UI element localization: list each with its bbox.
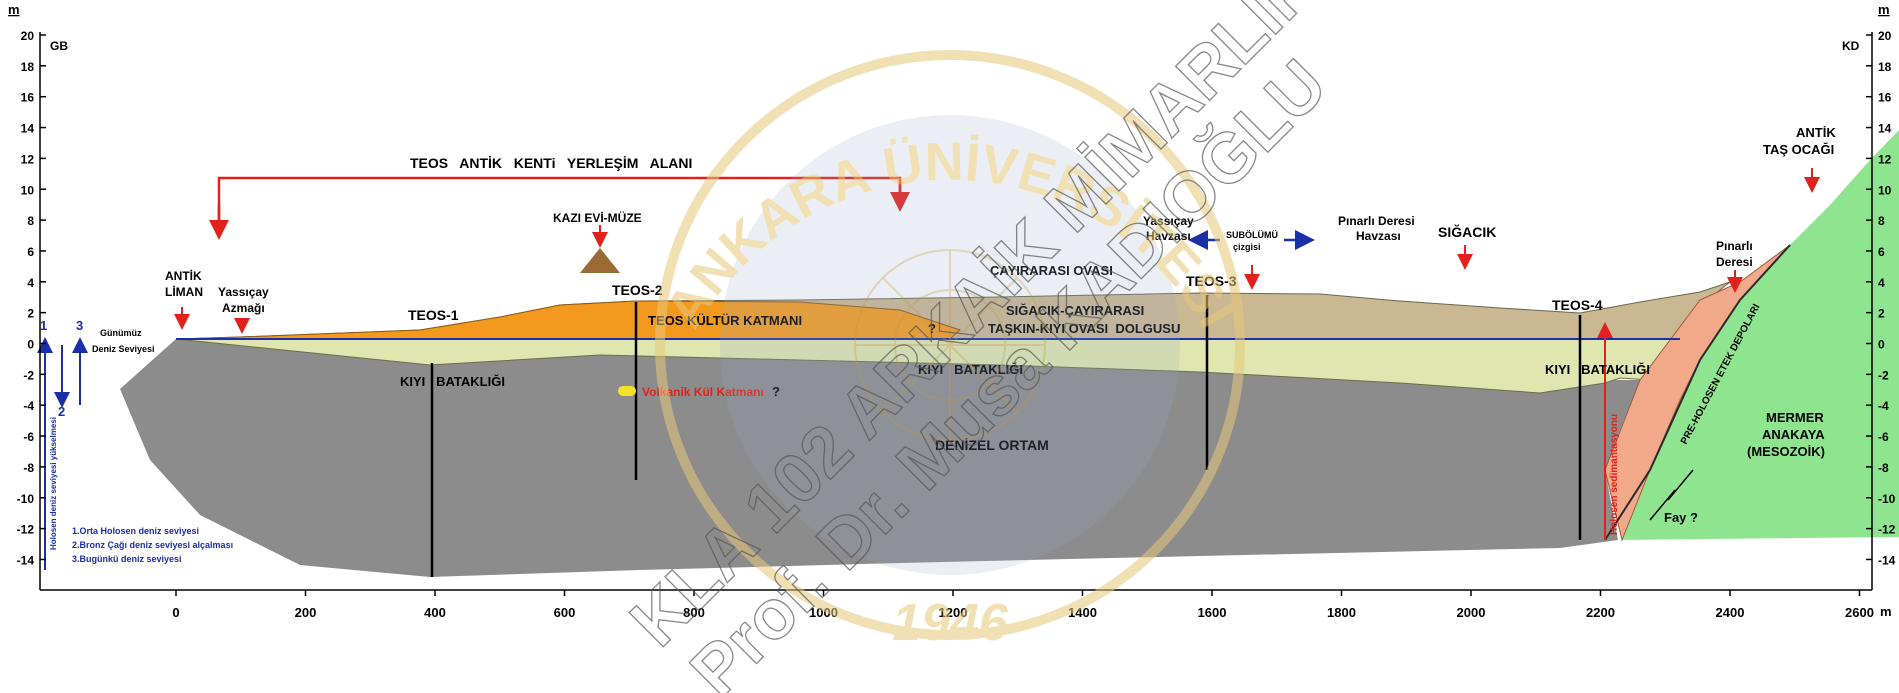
y-tick-label-left: -12 <box>17 523 35 537</box>
x-tick-label: 2600 <box>1845 605 1874 620</box>
x-tick-label: 2400 <box>1716 605 1745 620</box>
x-tick-label: 600 <box>554 605 576 620</box>
excavation-house-label: KAZI EVİ-MÜZE <box>553 210 642 225</box>
marble-bedrock-unit <box>1622 130 1899 540</box>
y-tick-label-right: 0 <box>1878 338 1885 352</box>
y-tick-label-left: 18 <box>21 60 35 74</box>
y-tick-label-left: 14 <box>21 122 35 136</box>
teos-3-label: TEOS-3 <box>1186 273 1237 289</box>
excavation-house-mound <box>580 248 620 273</box>
coastal-marsh-label-3: KIYI BATAKLIĞI <box>1545 362 1650 377</box>
x-unit: m <box>1880 604 1892 619</box>
teos-1-label: TEOS-1 <box>408 307 459 323</box>
y-tick-label-left: 6 <box>27 245 34 259</box>
x-tick-label: 1600 <box>1198 605 1227 620</box>
floodplain-fill-label: SIĞACIK-ÇAYIRARASI TAŞKIN-KIYI OVASI DOL… <box>0 0 1191 336</box>
y-tick-label-left: 8 <box>27 214 34 228</box>
y-tick-label-right: -2 <box>1878 368 1889 382</box>
pinarli-basin-label: Pınarlı Deresi Havzası <box>1338 214 1418 243</box>
teos-2-label: TEOS-2 <box>612 282 663 298</box>
y-tick-label-right: -6 <box>1878 430 1889 444</box>
culture-layer-question: ? <box>928 321 936 336</box>
watermark-year: 1946 <box>892 594 1009 652</box>
sea-marker-1: 1 <box>40 318 47 333</box>
y-tick-label-right: 14 <box>1878 122 1892 136</box>
holocene-sea-rise-label: Holosen deniz seviyesi yükselmesi <box>49 417 58 550</box>
y-tick-label-left: -8 <box>23 461 34 475</box>
y-tick-label-left: 2 <box>27 307 34 321</box>
y-tick-label-left: 10 <box>21 183 35 197</box>
y-tick-label-right: 4 <box>1878 276 1885 290</box>
quarry-label: ANTİK TAŞ OCAĞI <box>1763 125 1839 157</box>
x-tick-label: 1200 <box>939 605 968 620</box>
y-tick-label-left: -10 <box>17 492 35 506</box>
y-tick-label-right: 10 <box>1878 183 1892 197</box>
fault-label: Fay ? <box>1664 510 1698 525</box>
y-tick-label-right: 12 <box>1878 152 1892 166</box>
sigacik-label: SIĞACIK <box>1438 223 1496 240</box>
x-tick-label: 400 <box>424 605 446 620</box>
y-unit-left: m <box>8 2 20 17</box>
antique-harbour-label: ANTİK LİMAN <box>165 268 205 299</box>
volcanic-ash-label: Volkanik Kül Katmanı <box>642 385 764 399</box>
x-tick-label: 1800 <box>1327 605 1356 620</box>
y-tick-label-left: -4 <box>23 399 34 413</box>
volcanic-ash-question: ? <box>772 384 780 399</box>
teos-4-label: TEOS-4 <box>1552 297 1603 313</box>
x-tick-label: 200 <box>295 605 317 620</box>
y-tick-label-right: -8 <box>1878 461 1889 475</box>
x-tick-label: 800 <box>683 605 705 620</box>
present-sea-level-label: Günümüz Deniz Seviyesi <box>92 328 155 354</box>
culture-layer-label: TEOS KÜLTÜR KATMANI <box>648 313 802 328</box>
fault-slip-arrows <box>1649 469 1694 521</box>
y-tick-label-right: 2 <box>1878 307 1885 321</box>
fault-line <box>1604 244 1791 541</box>
yassicay-lagoon-label: Yassıçay Azmağı <box>218 285 272 315</box>
watershed-label: SUBÖLÜMÜ çizgisi <box>1226 230 1281 252</box>
y-unit-right: m <box>1878 2 1890 17</box>
y-tick-label-left: 4 <box>27 276 34 290</box>
pinarli-creek-label: Pınarlı Deresi <box>1716 239 1756 269</box>
y-tick-label-left: 16 <box>21 91 35 105</box>
sea-marker-2: 2 <box>58 404 65 419</box>
cayirarasi-plain-label: ÇAYIRARASI OVASI <box>990 263 1113 278</box>
y-tick-label-right: 20 <box>1878 29 1892 43</box>
y-tick-label-right: -12 <box>1878 523 1896 537</box>
sea-marker-3: 3 <box>76 318 83 333</box>
y-tick-label-right: 18 <box>1878 60 1892 74</box>
y-tick-label-right: -14 <box>1878 553 1896 567</box>
yassicay-basin-label: Yassıçay Havzası <box>1143 214 1197 243</box>
y-tick-label-left: -2 <box>23 368 34 382</box>
holocene-sedimentation-label: Holosen sedimantasyonu <box>1609 414 1620 535</box>
sea-level-legend: 1.Orta Holosen deniz seviyesi 2.Bronz Ça… <box>72 526 236 564</box>
y-tick-label-right: -10 <box>1878 492 1896 506</box>
direction-left: GB <box>50 39 68 53</box>
culture-layer-unit <box>175 300 961 340</box>
y-tick-label-left: -14 <box>17 553 35 567</box>
bedrock-label: MERMER ANAKAYA (MESOZOİK) <box>1747 410 1828 459</box>
marine-environment-label: DENİZEL ORTAM <box>935 437 1049 453</box>
y-tick-label-left: 20 <box>21 29 35 43</box>
y-tick-label-right: 8 <box>1878 214 1885 228</box>
x-tick-label: 0 <box>172 605 179 620</box>
x-tick-label: 2200 <box>1586 605 1615 620</box>
settlement-area-label: TEOS ANTİK KENTi YERLEŞİM ALANI <box>410 155 692 171</box>
volcanic-ash-marker <box>618 386 636 396</box>
y-tick-label-left: 0 <box>27 338 34 352</box>
coastal-marsh-label-2: KIYI BATAKLIĞI <box>918 362 1023 377</box>
coastal-marsh-label-1: KIYI BATAKLIĞI <box>400 374 505 389</box>
x-tick-label: 2000 <box>1457 605 1486 620</box>
y-tick-label-right: 16 <box>1878 91 1892 105</box>
direction-right: KD <box>1842 39 1860 53</box>
y-tick-label-right: -4 <box>1878 399 1889 413</box>
y-tick-label-right: 6 <box>1878 245 1885 259</box>
y-tick-label-left: -6 <box>23 430 34 444</box>
y-tick-label-left: 12 <box>21 152 35 166</box>
marine-environment-unit <box>120 339 1640 577</box>
